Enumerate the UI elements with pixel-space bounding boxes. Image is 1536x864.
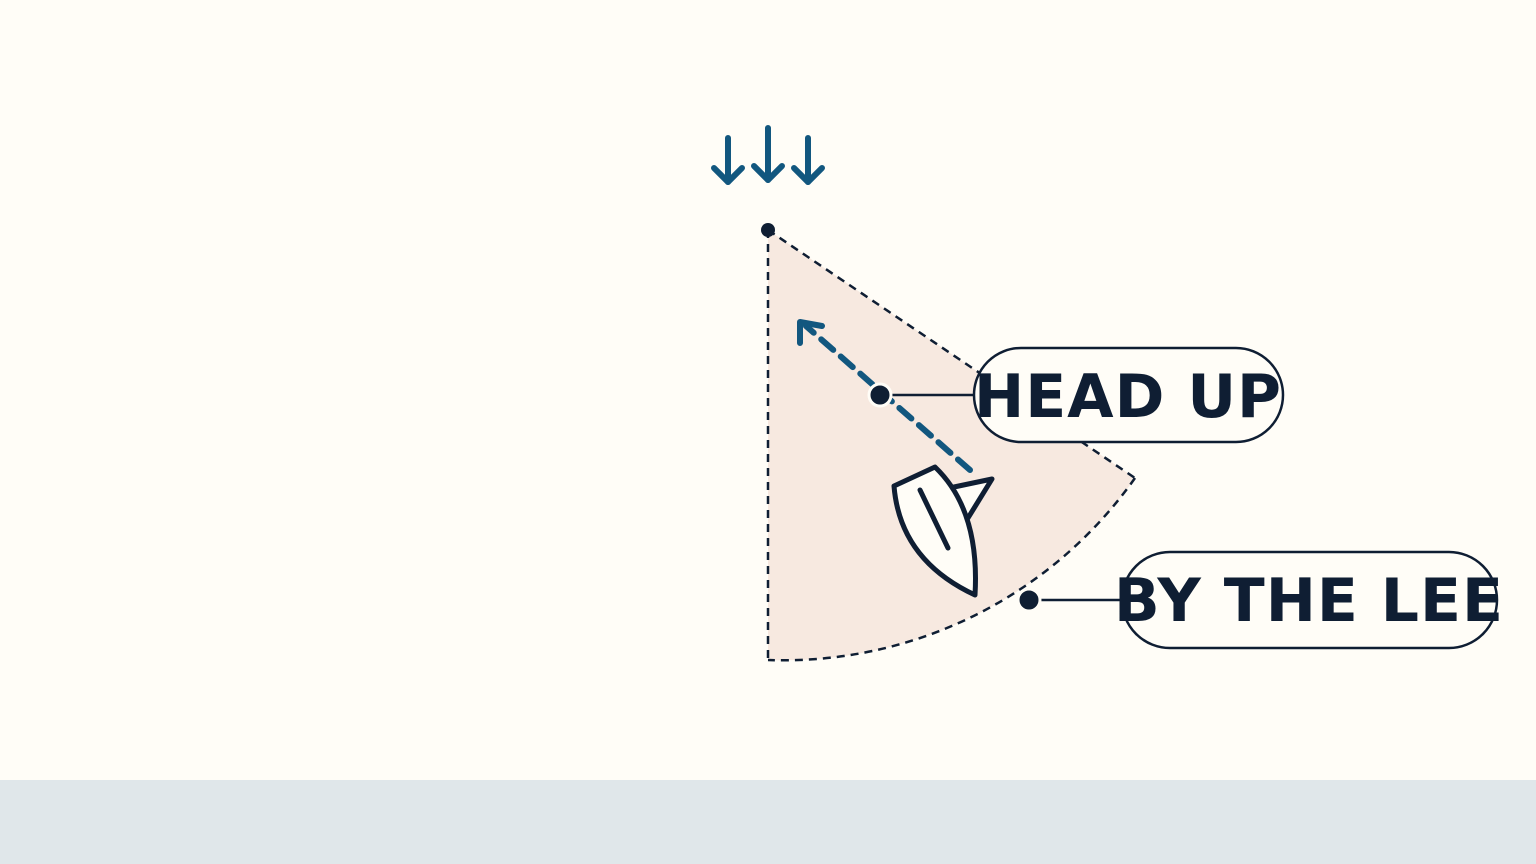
callout-by-the-lee: BY THE LEE xyxy=(1016,550,1504,650)
callout-label-head-up: HEAD UP xyxy=(974,362,1282,432)
bottom-bar xyxy=(0,780,1536,864)
callout-head-up: HEAD UP xyxy=(867,346,1285,444)
sector-edge-arc xyxy=(767,477,1137,662)
apex-point xyxy=(761,223,775,237)
wind-arrows-icon xyxy=(711,125,825,185)
sailboat-icon xyxy=(891,464,995,598)
callout-label-by-the-lee: BY THE LEE xyxy=(1114,566,1504,636)
sector-area xyxy=(768,230,1135,661)
